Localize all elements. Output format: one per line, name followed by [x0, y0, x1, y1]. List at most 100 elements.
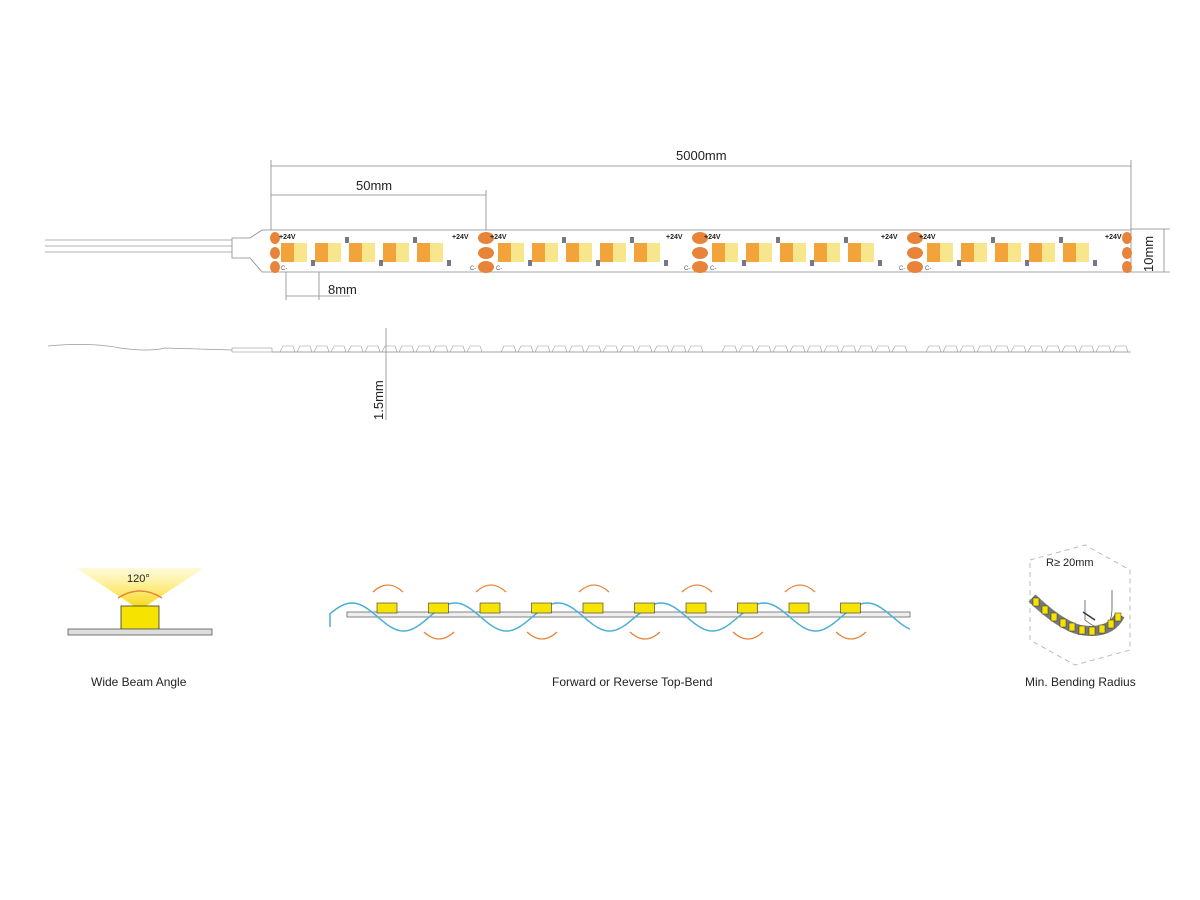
- led-warm: [600, 243, 613, 262]
- solder-pad: [692, 261, 708, 273]
- led-chip: [479, 602, 501, 614]
- led-profile: [296, 345, 313, 353]
- led-cool: [430, 243, 443, 262]
- minus-label: C-: [470, 266, 476, 272]
- led-profile: [925, 345, 942, 353]
- bending-radius-caption: Min. Bending Radius: [1025, 675, 1136, 689]
- bending-radius-icon: [1028, 544, 1131, 666]
- led-chip: [428, 602, 449, 614]
- solder-pad: [692, 247, 708, 259]
- led-profile: [313, 345, 330, 353]
- minus-label: C-: [899, 266, 905, 272]
- led-cool: [294, 243, 307, 262]
- plus-24v-label: +24V: [490, 234, 507, 241]
- solder-pad: [478, 261, 494, 273]
- top-bend-icon: [329, 584, 911, 640]
- led-profile: [585, 345, 602, 353]
- strip-outline: [231, 229, 1132, 273]
- bend-arrow: [526, 631, 558, 640]
- solder-pad: [907, 261, 923, 273]
- led-chip: [1059, 618, 1067, 628]
- led-profile: [857, 345, 874, 353]
- resistor: [345, 237, 349, 243]
- led-warm: [848, 243, 861, 262]
- led-cool: [362, 243, 375, 262]
- led-profile: [517, 345, 534, 353]
- led-warm: [961, 243, 974, 262]
- led-profile: [976, 345, 993, 353]
- bend-arrow: [835, 631, 867, 640]
- bend-arrow: [372, 584, 404, 593]
- led-warm: [746, 243, 759, 262]
- solder-pad: [478, 232, 494, 244]
- led-profile: [806, 345, 823, 353]
- led-chip: [1078, 625, 1086, 635]
- led-profile: [568, 345, 585, 353]
- led-cool: [861, 243, 874, 262]
- led-profile: [381, 345, 398, 353]
- minus-label: C-: [281, 266, 287, 272]
- led-pitch-label: 8mm: [328, 282, 357, 297]
- led-profile: [942, 345, 959, 353]
- resistor: [413, 237, 417, 243]
- led-profile: [993, 345, 1010, 353]
- resistor: [562, 237, 566, 243]
- led-warm: [566, 243, 579, 262]
- led-chip: [582, 602, 604, 614]
- led-chip: [376, 602, 398, 614]
- led-profile: [449, 345, 466, 353]
- thickness-label: 1.5mm: [371, 380, 386, 420]
- plus-24v-label: +24V: [1105, 234, 1122, 241]
- bend-arrow: [578, 584, 610, 593]
- plus-24v-label: +24V: [666, 234, 683, 241]
- led-profile: [670, 345, 687, 353]
- led-profile: [1044, 345, 1061, 353]
- resistor: [1059, 237, 1063, 243]
- plus-24v-label: +24V: [452, 234, 469, 241]
- led-warm: [780, 243, 793, 262]
- led-profile: [1095, 345, 1112, 353]
- led-cool: [1042, 243, 1055, 262]
- led-profile: [891, 345, 908, 353]
- led-warm: [1063, 243, 1076, 262]
- led-profile: [1027, 345, 1044, 353]
- resistor: [844, 237, 848, 243]
- led-profile: [823, 345, 840, 353]
- resistor: [664, 260, 668, 266]
- led-cool: [827, 243, 840, 262]
- led-profile: [1061, 345, 1078, 353]
- led-profile: [789, 345, 806, 353]
- resistor: [379, 260, 383, 266]
- led-chip: [1088, 626, 1096, 636]
- resistor: [810, 260, 814, 266]
- led-cool: [511, 243, 524, 262]
- bend-radius-value: R≥ 20mm: [1046, 557, 1094, 569]
- led-chip: [737, 602, 758, 614]
- led-profile: [330, 345, 347, 353]
- led-profile: [874, 345, 891, 353]
- wide-beam-angle-caption: Wide Beam Angle: [91, 675, 187, 689]
- led-cool: [1008, 243, 1021, 262]
- solder-pad: [907, 232, 923, 244]
- bend-arrow: [629, 631, 661, 640]
- resistor: [447, 260, 451, 266]
- led-strip-top-view: +24VC-+24V+24VC-C-+24V+24VC-C-+24V+24VC-…: [45, 229, 1132, 273]
- solder-pad: [1122, 247, 1132, 259]
- led-cool: [940, 243, 953, 262]
- resistor: [311, 260, 315, 266]
- led-cool: [545, 243, 558, 262]
- led-chip: [1098, 624, 1106, 634]
- led-profile: [415, 345, 432, 353]
- led-chip: [788, 602, 810, 614]
- cut-length-label: 50mm: [356, 178, 393, 193]
- led-warm: [498, 243, 511, 262]
- led-warm: [712, 243, 725, 262]
- bend-arrow: [681, 584, 713, 593]
- led-profile: [687, 345, 704, 353]
- wire: [47, 344, 233, 351]
- led-warm: [995, 243, 1008, 262]
- led-warm: [417, 243, 430, 262]
- led-strip-side-view: [47, 344, 1131, 353]
- led-profile: [959, 345, 976, 353]
